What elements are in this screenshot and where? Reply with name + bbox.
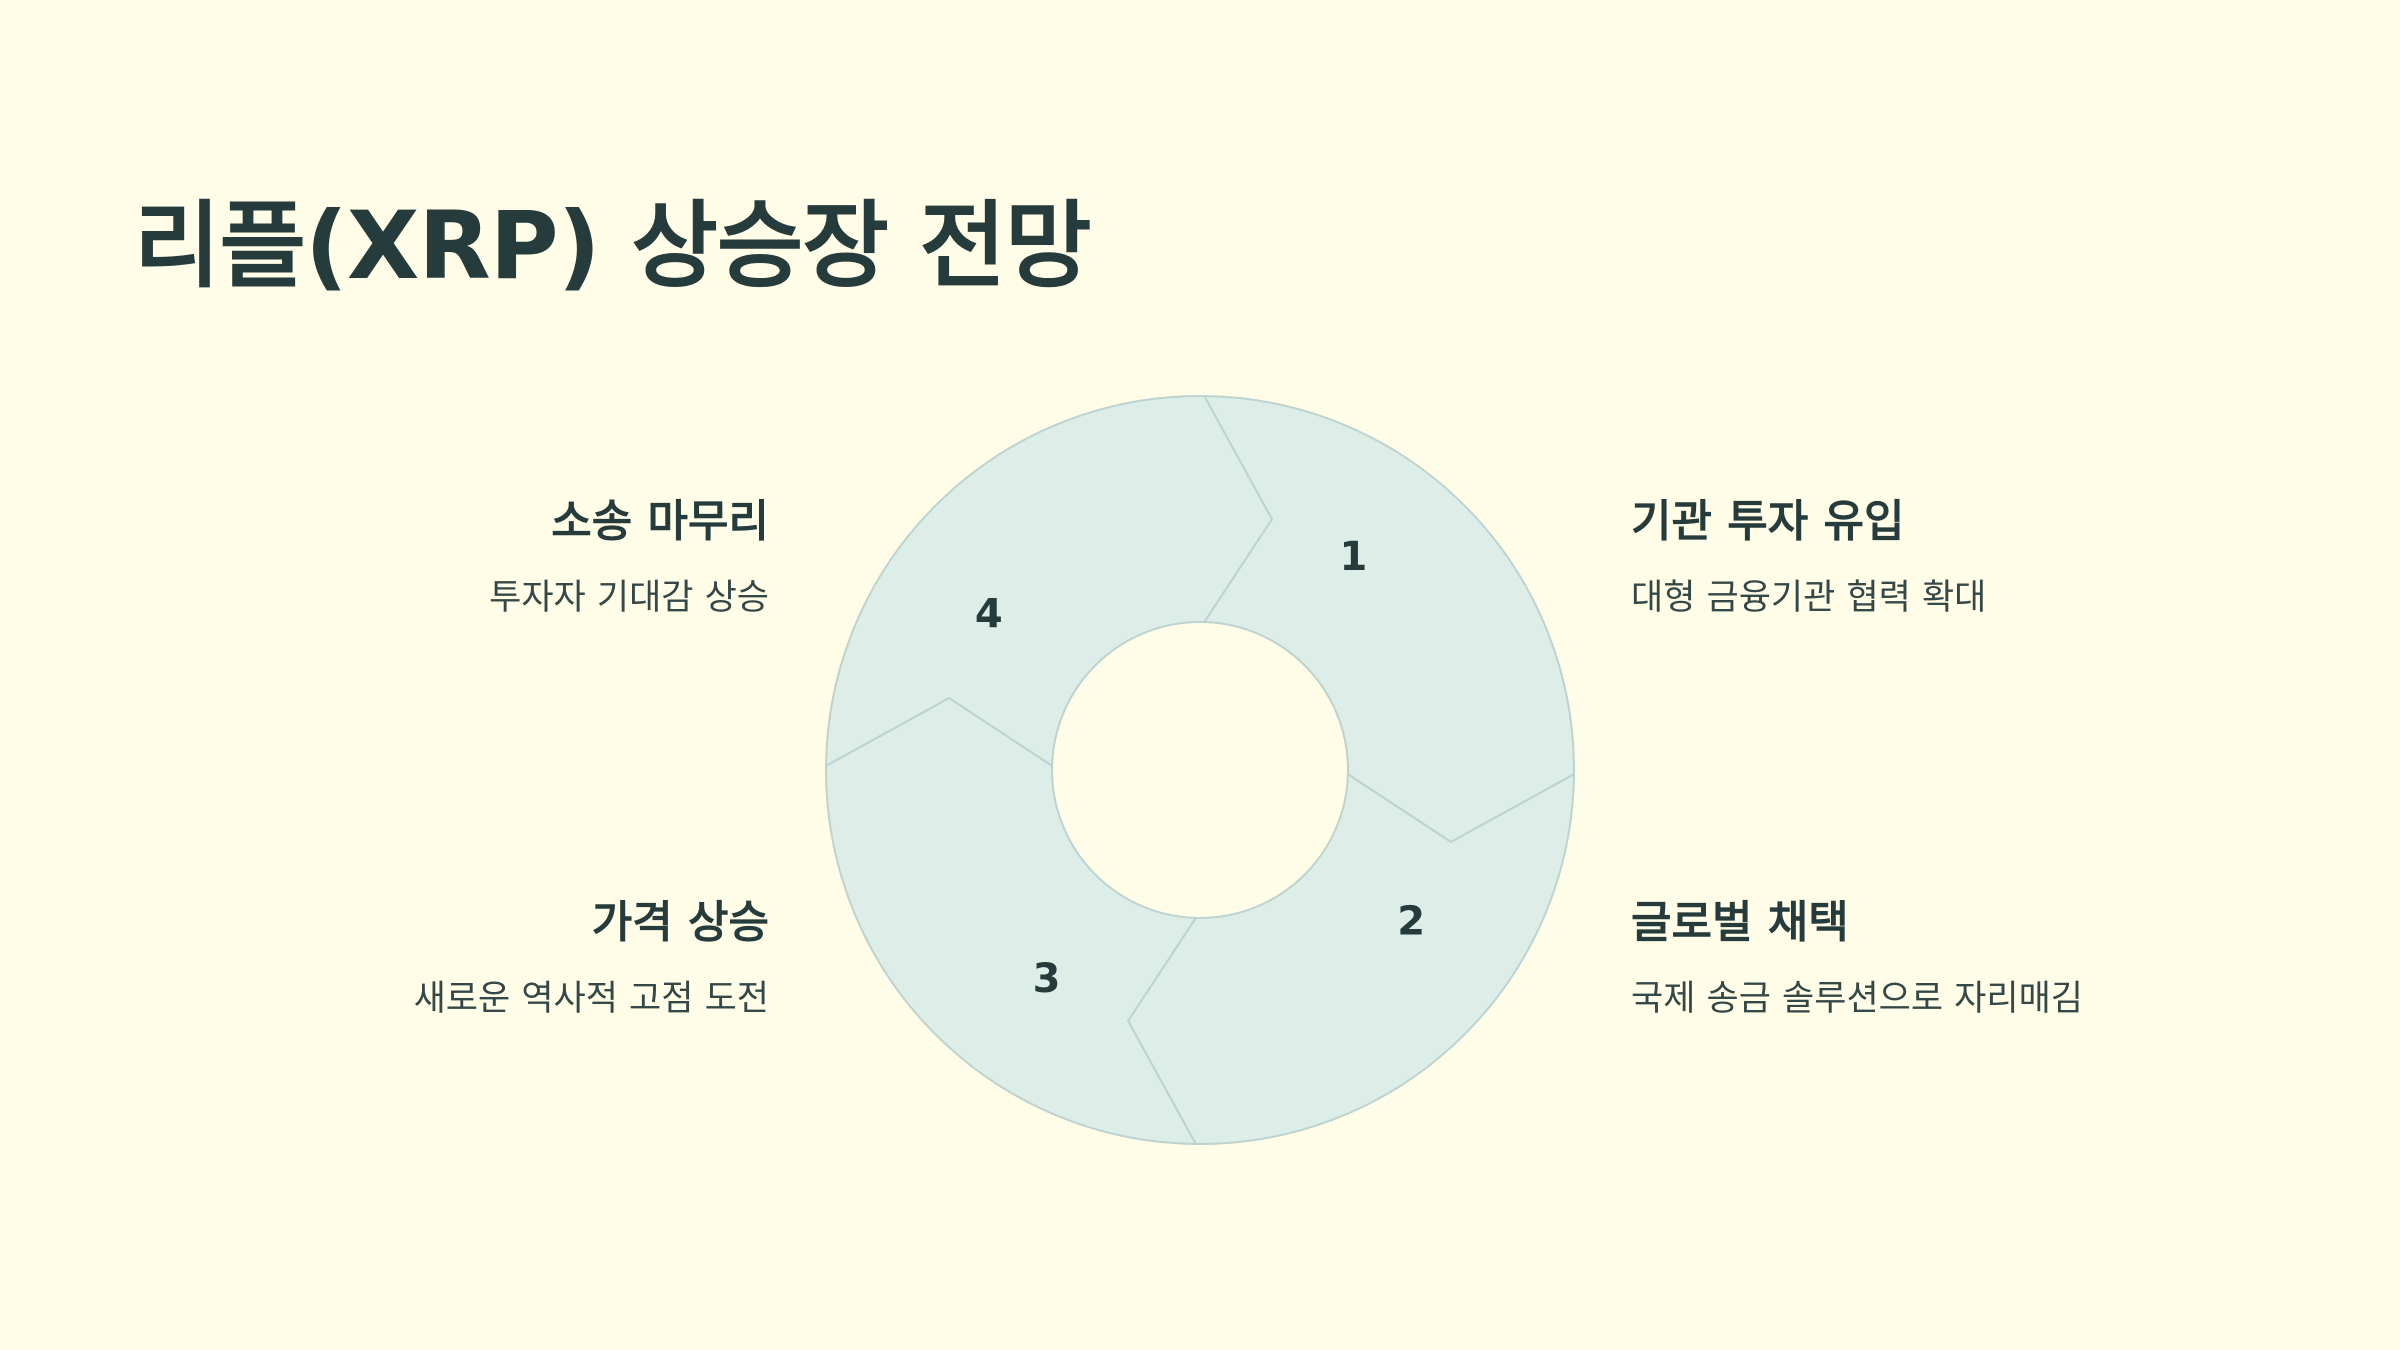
step-1-label: 소송 마무리 투자자 기대감 상승 <box>69 496 769 619</box>
step-2-description: 대형 금융기관 협력 확대 <box>1631 577 1987 618</box>
step-2-heading: 기관 투자 유입 <box>1631 496 1905 547</box>
cycle-segment-1-number: 1 <box>1339 534 1367 580</box>
step-4-heading: 가격 상승 <box>591 897 769 948</box>
step-4-description: 새로운 역사적 고점 도전 <box>413 978 769 1019</box>
slide-title: 리플(XRP) 상승장 전망 <box>134 192 1091 301</box>
cycle-segment-4 <box>824 395 1274 768</box>
step-1-description: 투자자 기대감 상승 <box>489 577 769 618</box>
cycle-segment-4-number: 4 <box>975 592 1003 638</box>
step-3-label: 글로벌 채택 국제 송금 솔루션으로 자리매김 <box>1631 897 2331 1020</box>
cycle-segment-1 <box>1202 394 1575 844</box>
cycle-segment-2 <box>1126 772 1576 1145</box>
cycle-segment-3 <box>825 696 1198 1146</box>
cycle-segment-2-number: 2 <box>1397 898 1425 944</box>
step-4-label: 가격 상승 새로운 역사적 고점 도전 <box>69 897 769 1020</box>
step-3-description: 국제 송금 솔루션으로 자리매김 <box>1631 978 2083 1019</box>
cycle-segment-3-number: 3 <box>1033 956 1061 1002</box>
step-1-heading: 소송 마무리 <box>551 496 769 547</box>
step-2-label: 기관 투자 유입 대형 금융기관 협력 확대 <box>1631 496 2331 619</box>
step-3-heading: 글로벌 채택 <box>1631 897 1849 948</box>
